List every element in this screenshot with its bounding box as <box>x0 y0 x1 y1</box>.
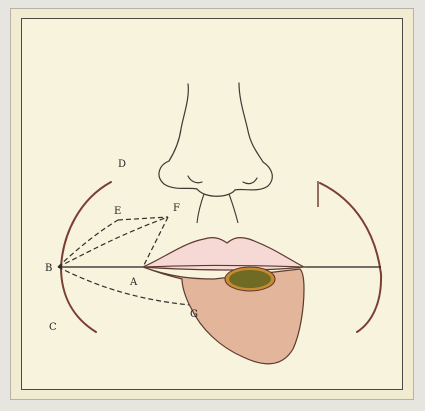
nostril-left <box>188 176 202 183</box>
nose-right-ala <box>235 162 272 190</box>
right-incision-arc <box>320 183 381 332</box>
label-g: G <box>190 309 198 320</box>
lower-lip-flap <box>143 267 304 364</box>
dashed-b-to-e-upper <box>58 220 118 267</box>
label-b: B <box>45 263 52 274</box>
dashed-b-to-g <box>58 267 190 305</box>
nostril-right <box>243 178 257 184</box>
left-incision-arc <box>61 182 111 332</box>
nose-left-ala <box>159 161 197 189</box>
nose-right-bridge <box>239 83 263 162</box>
nose <box>159 83 272 196</box>
label-a: A <box>129 277 138 288</box>
philtrum-left <box>197 194 204 223</box>
label-e: E <box>114 206 121 217</box>
nose-left-bridge <box>169 84 188 161</box>
label-f: F <box>173 203 180 214</box>
dashed-b-to-f <box>58 217 168 267</box>
philtrum <box>197 194 238 223</box>
philtrum-right <box>229 194 238 223</box>
label-c: C <box>49 322 57 333</box>
lesion-inner <box>229 270 271 288</box>
label-d: D <box>118 159 126 170</box>
